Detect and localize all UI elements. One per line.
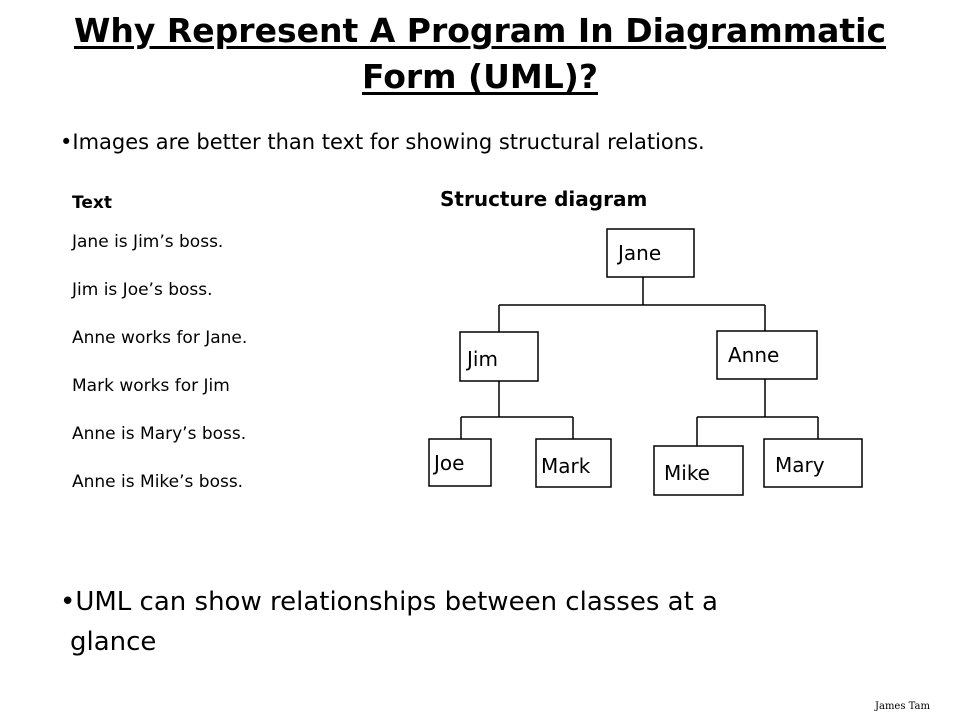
- node-mary: Mary: [763, 438, 863, 488]
- text-line: Mark works for Jim: [72, 376, 230, 396]
- text-relations-list: Text Jane is Jim’s boss. Jim is Joe’s bo…: [72, 188, 247, 506]
- text-heading: Text: [72, 193, 112, 213]
- bullet-uml-relationships: •UML can show relationships between clas…: [60, 582, 718, 662]
- node-label: Jim: [465, 347, 498, 371]
- slide-title: Why Represent A Program In Diagrammatic …: [73, 11, 887, 96]
- node-jim: Jim: [459, 331, 539, 382]
- diagram-heading: Structure diagram: [440, 187, 648, 211]
- author-footer: James Tam: [874, 701, 930, 712]
- edge-anne-children: [696, 379, 819, 446]
- text-line: Anne is Mary’s boss.: [72, 424, 247, 444]
- node-label: Jane: [616, 241, 661, 265]
- node-joe: Joe: [428, 438, 492, 487]
- node-label: Joe: [432, 451, 464, 475]
- node-jane: Jane: [606, 228, 695, 278]
- bullet-line: •UML can show relationships between clas…: [60, 587, 718, 617]
- bullet-line-continued: glance: [70, 627, 157, 657]
- node-label: Mary: [775, 453, 825, 477]
- bullet-images-better: •Images are better than text for showing…: [60, 130, 705, 154]
- text-line: Jim is Joe’s boss.: [72, 280, 213, 300]
- node-mark: Mark: [535, 438, 612, 488]
- diagram-edges: [460, 277, 819, 446]
- edge-jim-children: [460, 381, 574, 439]
- node-anne: Anne: [716, 330, 818, 380]
- node-label: Anne: [728, 343, 779, 367]
- edge-jane-children: [498, 277, 766, 332]
- text-line: Anne is Mike’s boss.: [72, 472, 244, 492]
- text-line: Anne works for Jane.: [72, 328, 248, 348]
- node-mike: Mike: [653, 445, 744, 496]
- text-line: Jane is Jim’s boss.: [72, 232, 224, 252]
- node-label: Mark: [541, 454, 591, 478]
- node-label: Mike: [664, 461, 710, 485]
